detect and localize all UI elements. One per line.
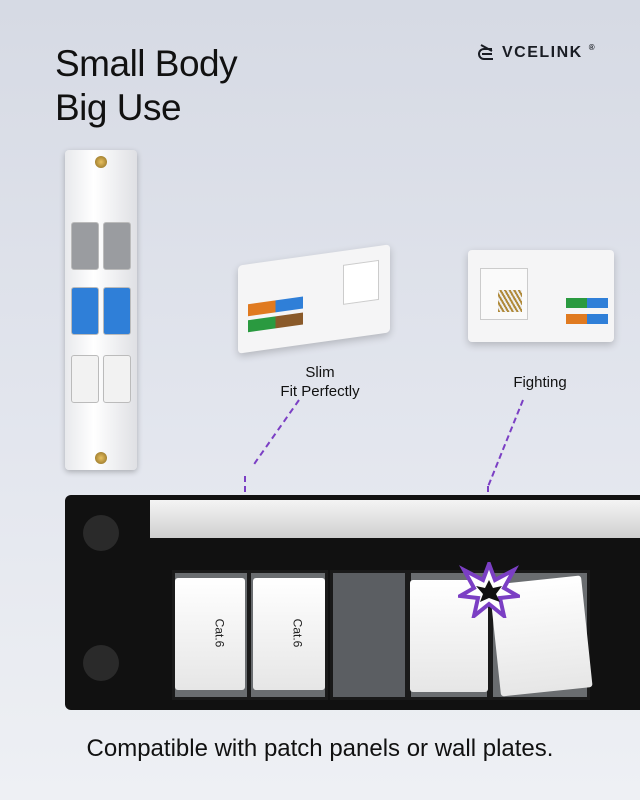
slim-module: Cat.6 xyxy=(253,578,325,690)
leader-line-slim xyxy=(253,399,300,465)
collision-star-icon xyxy=(458,562,520,618)
jack-gray xyxy=(103,222,131,270)
jack-blue xyxy=(71,287,99,335)
brand-logo: VCELINK ® xyxy=(478,43,596,63)
module-label: Cat.6 xyxy=(290,618,305,648)
caption: Compatible with patch panels or wall pla… xyxy=(86,735,554,762)
registered-mark: ® xyxy=(588,43,597,52)
panel-slot-empty xyxy=(330,570,408,700)
jack-blue xyxy=(103,287,131,335)
fighting-label: Fighting xyxy=(513,374,567,391)
screw-icon xyxy=(95,156,107,168)
jack-gray xyxy=(71,222,99,270)
vcelink-logo-icon xyxy=(478,44,493,60)
patch-panel-top xyxy=(150,500,640,538)
slim-label-line-2: Fit Perfectly xyxy=(280,383,360,400)
jack-white xyxy=(103,355,131,403)
screw-icon xyxy=(95,452,107,464)
leader-line-fighting xyxy=(487,399,524,486)
slim-module: Cat.6 xyxy=(175,578,245,690)
headline-line-1: Small Body xyxy=(55,43,238,84)
wall-plate-image xyxy=(65,150,137,470)
module-label: Cat.6 xyxy=(212,618,227,648)
slim-label: Slim Fit Perfectly xyxy=(265,363,375,401)
brand-name: VCELINK xyxy=(502,44,583,61)
jack-white xyxy=(71,355,99,403)
slim-label-line-1: Slim xyxy=(305,364,335,381)
headline: Small Body Big Use xyxy=(55,42,238,130)
standard-keystone-image xyxy=(468,250,614,342)
slim-keystone-image xyxy=(238,244,390,354)
headline-line-2: Big Use xyxy=(55,87,182,128)
